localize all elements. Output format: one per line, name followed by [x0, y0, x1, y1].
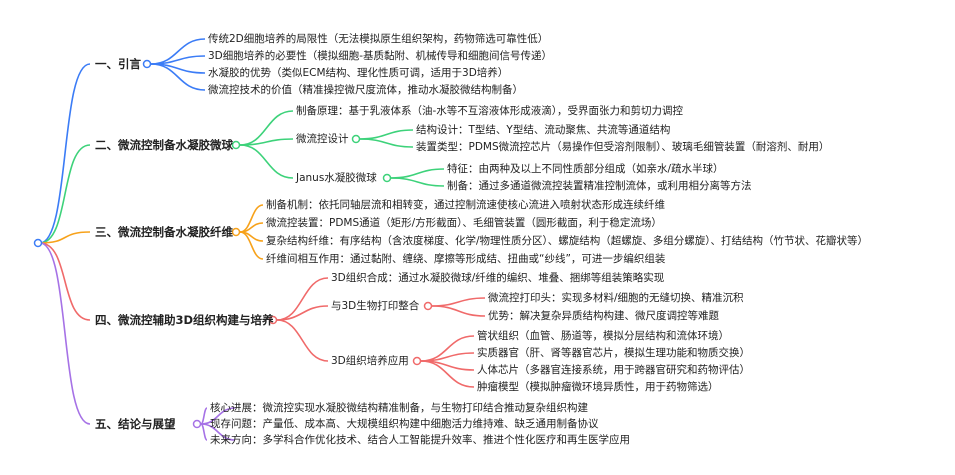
node-microspheres[interactable]: 二、微流控制备水凝胶微球: [95, 138, 233, 152]
node-leaf[interactable]: 传统2D细胞培养的局限性（无法模拟原生组织架构，药物筛选可靠性低）: [208, 33, 549, 45]
connector: [276, 305, 329, 321]
connector: [200, 407, 208, 425]
node-janus[interactable]: Janus水凝胶微球: [296, 172, 377, 184]
connector: [276, 319, 329, 362]
node-leaf[interactable]: 3D细胞培养的必要性（模拟细胞-基质黏附、机械传导和细胞间信号传递）: [208, 50, 553, 62]
node-leaf[interactable]: 复杂结构纤维：有序结构（含浓度梯度、化学/物理性质分区）、螺旋结构（超螺旋、多组…: [266, 235, 869, 247]
node-leaf[interactable]: 微流控打印头：实现多材料/细胞的无缝切换、精准沉积: [488, 292, 744, 304]
node-conclusion[interactable]: 五、结论与展望: [95, 417, 176, 431]
connector: [431, 305, 486, 317]
connector: [239, 231, 264, 260]
node-leaf[interactable]: 制备：通过多通道微流控装置精准控制流体，或利用相分离等方法: [447, 180, 752, 192]
connector: [359, 138, 414, 148]
node-leaf[interactable]: 纤维间相互作用：通过黏附、缠绕、摩擦等形成结、扭曲或“纱线”，可进一步编织组装: [266, 253, 666, 265]
collapse-toggle[interactable]: [231, 140, 241, 150]
connector: [239, 144, 294, 179]
node-bioprinting[interactable]: 与3D生物打印整合: [331, 300, 420, 312]
node-3d-tissue[interactable]: 四、微流控辅助3D组织构建与培养: [95, 313, 274, 327]
connector: [390, 177, 445, 187]
connector: [39, 144, 91, 244]
node-culture-apps[interactable]: 3D组织培养应用: [331, 355, 409, 367]
connector: [39, 242, 91, 425]
node-intro[interactable]: 一、引言: [95, 57, 141, 71]
node-leaf[interactable]: 优势：解决复杂异质结构构建、微尺度调控等难题: [488, 310, 719, 322]
collapse-toggle[interactable]: [142, 59, 152, 69]
collapse-toggle[interactable]: [382, 173, 392, 183]
collapse-toggle[interactable]: [268, 315, 278, 325]
node-microfluidic-design[interactable]: 微流控设计: [296, 133, 349, 145]
node-leaf[interactable]: 制备机制：依托同轴层流和相转变，通过控制流速使核心流进入喷射状态形成连续纤维: [266, 199, 665, 211]
connector: [359, 129, 414, 140]
collapse-toggle[interactable]: [351, 134, 361, 144]
connector: [200, 423, 208, 441]
connector: [420, 360, 475, 388]
collapse-toggle[interactable]: [192, 419, 202, 429]
node-leaf[interactable]: 管状组织（血管、肠道等，模拟分层结构和流体环境）: [477, 330, 729, 342]
connector: [150, 63, 206, 91]
node-leaf[interactable]: 3D组织合成：通过水凝胶微球/纤维的编织、堆叠、捆绑等组装策略实现: [331, 272, 665, 284]
node-leaf[interactable]: 装置类型：PDMS微流控芯片（易操作但受溶剂限制）、玻璃毛细管装置（耐溶剂、耐用…: [416, 141, 830, 153]
node-leaf[interactable]: 现存问题：产量低、成本高、大规模组织构建中细胞活力维持难、缺乏通用制备协议: [210, 418, 599, 430]
connector: [39, 63, 91, 244]
root-toggle[interactable]: [33, 238, 43, 248]
node-leaf[interactable]: 实质器官（肝、肾等器官芯片，模拟生理功能和物质交换）: [477, 347, 750, 359]
node-leaf[interactable]: 结构设计：T型结、Y型结、流动聚焦、共流等通道结构: [416, 124, 671, 136]
node-leaf[interactable]: 微流控装置：PDMS通道（矩形/方形截面）、毛细管装置（圆形截面，利于稳定流场）: [266, 217, 662, 229]
node-leaf[interactable]: 人体芯片（多器官连接系统，用于跨器官研究和药物评估）: [477, 364, 750, 376]
node-leaf[interactable]: 制备原理：基于乳液体系（油-水等不互溶液体形成液滴），受界面张力和剪切力调控: [296, 105, 684, 117]
connector: [390, 168, 445, 179]
connector: [39, 242, 91, 321]
collapse-toggle[interactable]: [423, 301, 433, 311]
node-leaf[interactable]: 水凝胶的优势（类似ECM结构、理化性质可调，适用于3D培养）: [208, 67, 509, 79]
node-leaf[interactable]: 核心进展：微流控实现水凝胶微结构精准制备，与生物打印结合推动复杂组织构建: [210, 402, 588, 414]
collapse-toggle[interactable]: [231, 227, 241, 237]
connector: [200, 423, 236, 441]
node-leaf[interactable]: 特征：由两种及以上不同性质部分组成（如亲水/疏水半球）: [447, 163, 724, 175]
connector: [39, 231, 91, 244]
connector: [431, 297, 486, 307]
node-leaf[interactable]: 微流控技术的价值（精准操控微尺度流体，推动水凝胶微结构制备）: [208, 84, 523, 96]
node-leaf[interactable]: 肿瘤模型（模拟肿瘤微环境异质性，用于药物筛选）: [477, 381, 719, 393]
node-fibers[interactable]: 三、微流控制备水凝胶纤维: [95, 225, 233, 239]
node-leaf[interactable]: 未来方向：多学科合作优化技术、结合人工智能提升效率、推进个性化医疗和再生医学应用: [210, 434, 630, 446]
collapse-toggle[interactable]: [412, 356, 422, 366]
connector: [239, 138, 294, 146]
